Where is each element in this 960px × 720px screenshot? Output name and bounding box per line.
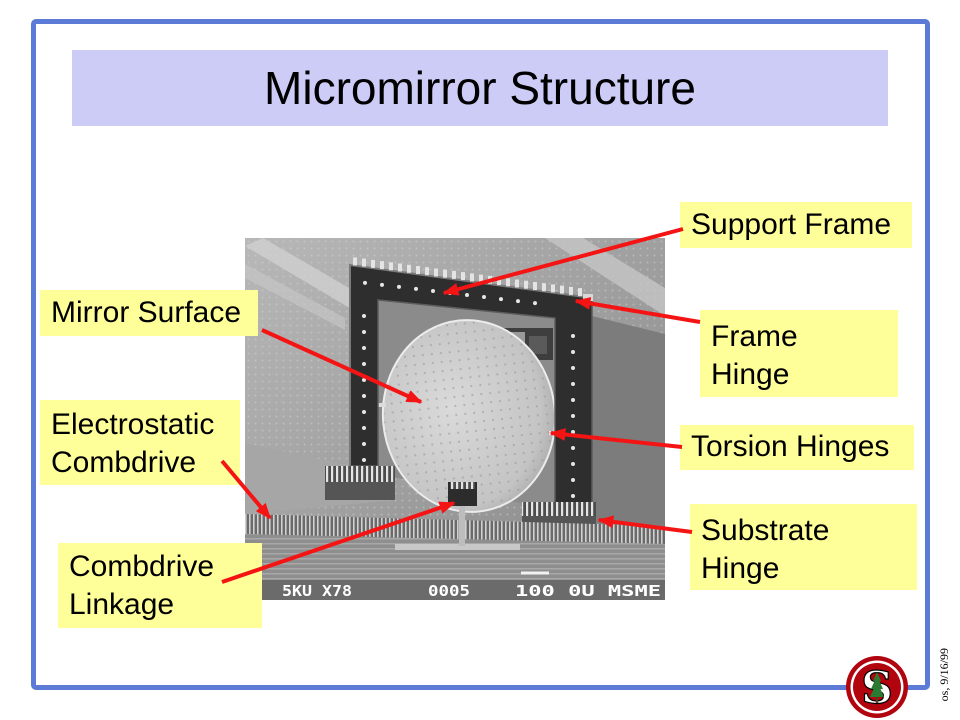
label-electrostatic-combdrive: Electrostatic Combdrive bbox=[40, 400, 240, 485]
sem-info-scale: 100 0U MSME bbox=[515, 582, 661, 600]
frame-release-hole bbox=[414, 286, 418, 291]
frame-release-hole bbox=[499, 297, 503, 302]
frame-release-hole bbox=[362, 314, 366, 318]
frame-release-hole bbox=[362, 394, 366, 398]
title-banner: Micromirror Structure bbox=[72, 50, 888, 126]
frame-comb-tooth bbox=[515, 279, 519, 288]
frame-release-hole bbox=[571, 462, 575, 466]
substrate-hinge-anchor-right bbox=[522, 502, 596, 526]
torsion-hinge-left bbox=[378, 403, 386, 407]
frame-release-hole bbox=[571, 334, 575, 338]
frame-comb-tooth bbox=[551, 284, 555, 293]
frame-comb-tooth bbox=[398, 263, 402, 272]
label-line: Linkage bbox=[69, 588, 175, 621]
frame-comb-tooth bbox=[560, 285, 564, 294]
label-line: Combdrive bbox=[69, 550, 215, 583]
label-line: Mirror Surface bbox=[51, 296, 242, 329]
frame-release-hole bbox=[362, 362, 366, 366]
frame-release-hole bbox=[571, 414, 575, 418]
frame-release-hole bbox=[362, 442, 366, 446]
frame-release-hole bbox=[571, 430, 575, 434]
frame-comb-tooth bbox=[380, 261, 384, 270]
frame-release-hole bbox=[362, 410, 366, 414]
substrate-hinge-anchor-left bbox=[325, 466, 395, 500]
frame-comb-tooth bbox=[461, 272, 465, 281]
frame-comb-tooth bbox=[353, 257, 357, 266]
frame-release-hole bbox=[571, 398, 575, 402]
label-torsion-hinges: Torsion Hinges bbox=[680, 425, 914, 470]
footer-note: os, 9/16/99 bbox=[937, 648, 951, 702]
frame-comb-tooth bbox=[569, 286, 573, 295]
frame-comb-tooth bbox=[479, 274, 483, 283]
frame-release-hole bbox=[448, 291, 452, 295]
frame-comb-tooth bbox=[470, 273, 474, 282]
frame-comb-tooth bbox=[533, 282, 537, 290]
label-line: Frame bbox=[711, 320, 798, 353]
stanford-logo-icon: S bbox=[846, 656, 908, 718]
mirror-plate bbox=[381, 319, 557, 513]
frame-comb-tooth bbox=[524, 280, 528, 289]
label-line: Hinge bbox=[701, 552, 780, 585]
label-line: Support Frame bbox=[691, 208, 892, 241]
frame-comb-tooth bbox=[506, 278, 510, 287]
frame-comb-tooth bbox=[407, 264, 411, 273]
frame-release-hole bbox=[431, 289, 435, 293]
frame-release-hole bbox=[571, 446, 575, 450]
frame-release-hole bbox=[362, 346, 366, 350]
frame-comb-tooth bbox=[389, 262, 393, 271]
frame-release-hole bbox=[465, 293, 469, 297]
frame-release-hole bbox=[571, 350, 575, 354]
frame-release-hole bbox=[362, 378, 366, 382]
substrate-ridge bbox=[245, 238, 363, 310]
frame-comb-tooth bbox=[542, 283, 546, 292]
label-line: Substrate bbox=[701, 514, 830, 547]
frame-comb-tooth bbox=[362, 258, 366, 267]
frame-release-hole bbox=[571, 478, 575, 482]
frame-comb-tooth bbox=[488, 275, 492, 284]
frame-release-hole bbox=[397, 284, 401, 289]
shadow-region bbox=[592, 316, 665, 538]
label-line: Hinge bbox=[711, 358, 790, 391]
frame-comb-tooth bbox=[452, 270, 456, 279]
label-frame-hinge: Frame Hinge bbox=[700, 310, 898, 397]
frame-comb-tooth bbox=[434, 268, 438, 277]
sem-info-frame-number: 0005 bbox=[428, 582, 470, 600]
label-substrate-hinge: Substrate Hinge bbox=[690, 504, 917, 590]
slide-border bbox=[31, 19, 930, 690]
label-line: Combdrive bbox=[51, 446, 197, 479]
label-mirror-surface: Mirror Surface bbox=[40, 290, 258, 336]
frame-release-hole bbox=[571, 382, 575, 386]
label-combdrive-linkage: Combdrive Linkage bbox=[58, 543, 262, 628]
frame-release-hole bbox=[363, 280, 367, 285]
frame-release-hole bbox=[380, 282, 384, 287]
sem-micrograph: 5KU X78 0005 100 0U MSME bbox=[245, 238, 665, 600]
frame-release-hole bbox=[482, 295, 486, 299]
frame-release-hole bbox=[533, 301, 537, 306]
label-line: Torsion Hinges bbox=[691, 430, 890, 463]
frame-release-hole bbox=[362, 458, 366, 462]
label-line: Electrostatic bbox=[51, 408, 215, 441]
frame-comb-tooth bbox=[443, 269, 447, 278]
frame-comb-tooth bbox=[425, 267, 429, 276]
frame-release-hole bbox=[516, 299, 520, 304]
frame-hinge-structure bbox=[583, 294, 593, 301]
label-support-frame: Support Frame bbox=[680, 202, 912, 248]
logo-tree-icon bbox=[870, 672, 884, 703]
frame-release-hole bbox=[362, 426, 366, 430]
frame-comb-tooth bbox=[497, 277, 501, 286]
sem-info-voltage-magnification: 5KU X78 bbox=[282, 582, 352, 600]
substrate-ridge bbox=[245, 264, 345, 330]
frame-comb-tooth bbox=[416, 266, 420, 274]
frame-release-hole bbox=[362, 330, 366, 334]
page-title: Micromirror Structure bbox=[264, 62, 696, 114]
frame-release-hole bbox=[571, 494, 575, 498]
frame-comb-tooth bbox=[578, 288, 582, 297]
frame-release-hole bbox=[571, 366, 575, 370]
sem-info-bar: 5KU X78 0005 100 0U MSME bbox=[245, 571, 665, 600]
frame-comb-tooth bbox=[371, 259, 375, 268]
